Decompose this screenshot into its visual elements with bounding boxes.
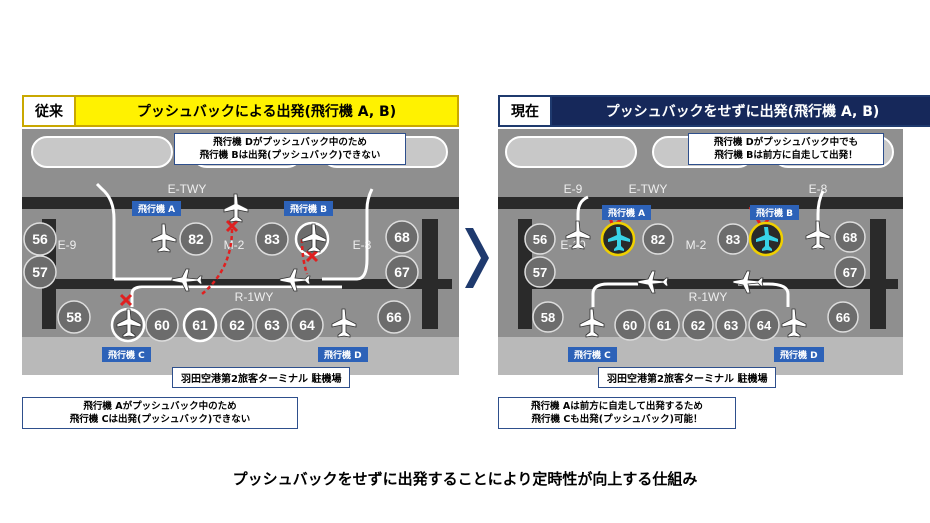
panel-header: 従来 プッシュバックによる出発(飛行機 A, B) [22, 95, 459, 127]
callout-bottom: 飛行機 Aがプッシュバック中のため 飛行機 Cは出発(プッシュバック)できない [22, 397, 298, 429]
taxiway-label: E-9 [564, 182, 583, 196]
panel-title: プッシュバックによる出発(飛行機 A, B) [76, 97, 457, 125]
callout-line: 飛行機 Dがプッシュバック中のため [213, 137, 367, 148]
callout-line: 飛行機 Bは前方に自走して出発！ [714, 150, 858, 161]
plane-label-a: 飛行機 A [132, 201, 182, 216]
spot-label: 68 [394, 229, 410, 245]
plane-label-c: 飛行機 C [568, 347, 617, 362]
spot-label: 68 [843, 230, 857, 245]
callout-line: 飛行機 Aは前方に自走して出発するため [531, 401, 703, 412]
taxiway-label: R-1WY [235, 290, 274, 304]
highlighted-plane-icon [600, 221, 784, 257]
spot-label: 57 [32, 264, 48, 280]
apron-map: 56 57 82 83 68 67 58 60 61 62 63 64 66 E… [498, 129, 903, 375]
callout-top: 飛行機 Dがプッシュバック中のため 飛行機 Bは出発(プッシュバック)できない [174, 133, 406, 165]
panel-tag: 従来 [24, 97, 76, 125]
spot-label: 82 [188, 231, 204, 247]
taxiway-label: R-1WY [689, 290, 728, 304]
spot-label: 63 [264, 317, 280, 333]
spot-label: 61 [657, 318, 671, 333]
spot-label: 67 [394, 264, 410, 280]
callout-bottom: 飛行機 Aは前方に自走して出発するため 飛行機 Cも出発(プッシュバック)可能！ [498, 397, 736, 429]
spot-label: 64 [299, 317, 315, 333]
callout-line: 飛行機 Bは出発(プッシュバック)できない [199, 150, 381, 161]
taxiway-label: E-9 [58, 238, 77, 252]
cross-icon [119, 219, 319, 307]
airplane-icon [116, 193, 357, 338]
plane-label-a: 飛行機 A [602, 205, 652, 220]
panel-header: 現在 プッシュバックをせずに出発(飛行機 A, B) [498, 95, 930, 127]
spot-label: 57 [533, 265, 547, 280]
callout-top: 飛行機 Dがプッシュバック中でも 飛行機 Bは前方に自走して出発！ [688, 133, 884, 165]
taxiway-label: M-2 [686, 238, 707, 252]
spot-label: 60 [154, 317, 170, 333]
taxiway-label: M-2 [224, 238, 245, 252]
plane-label-b: 飛行機 B [284, 201, 333, 216]
spot-label: 67 [843, 265, 857, 280]
taxiway-label: E-TWY [168, 182, 207, 196]
panel-after: 現在 プッシュバックをせずに出発(飛行機 A, B) 56 57 82 83 6… [498, 95, 930, 435]
terminal-label: 羽田空港第2旅客ターミナル 駐機場 [172, 367, 351, 388]
spot-label: 62 [229, 317, 245, 333]
transition-arrow-icon [465, 228, 489, 288]
plane-label-b: 飛行機 B [750, 205, 799, 220]
airplane-icon [565, 220, 831, 338]
callout-line: 飛行機 Cも出発(プッシュバック)可能！ [531, 414, 703, 425]
callout-line: 飛行機 Dがプッシュバック中でも [713, 137, 859, 148]
spot-label: 82 [651, 232, 665, 247]
callout-line: 飛行機 Aがプッシュバック中のため [83, 401, 237, 412]
panel-tag: 現在 [500, 97, 552, 125]
spot-label: 56 [32, 231, 48, 247]
spot-label: 61 [192, 317, 208, 333]
panel-before: 従来 プッシュバックによる出発(飛行機 A, B) 56 [22, 95, 459, 435]
taxiway-label: E-10 [560, 238, 586, 252]
spot-label: 58 [66, 309, 82, 325]
spot-label: 64 [757, 318, 772, 333]
figure-caption: プッシュバックをせずに出発することにより定時性が向上する仕組み [232, 470, 698, 488]
taxiway-label: E-8 [353, 238, 372, 252]
spot-label: 83 [726, 232, 740, 247]
plane-label-d: 飛行機 D [318, 347, 368, 362]
terminal-label: 羽田空港第2旅客ターミナル 駐機場 [598, 367, 777, 388]
taxiway-label: E-TWY [629, 182, 668, 196]
spot-label: 56 [533, 232, 547, 247]
spot-label: 83 [264, 231, 280, 247]
apron-map: 56 57 82 83 68 67 58 60 61 62 63 64 66 E… [22, 129, 459, 375]
spot-label: 63 [724, 318, 738, 333]
taxiway-label: E-8 [809, 182, 828, 196]
plane-label-c: 飛行機 C [102, 347, 151, 362]
spot-label: 62 [691, 318, 705, 333]
spot-label: 66 [836, 310, 850, 325]
spot-label: 60 [623, 318, 637, 333]
panel-title: プッシュバックをせずに出発(飛行機 A, B) [552, 97, 930, 125]
spot-label: 58 [541, 310, 555, 325]
callout-line: 飛行機 Cは出発(プッシュバック)できない [69, 414, 251, 425]
spot-label: 66 [386, 309, 402, 325]
plane-label-d: 飛行機 D [774, 347, 824, 362]
